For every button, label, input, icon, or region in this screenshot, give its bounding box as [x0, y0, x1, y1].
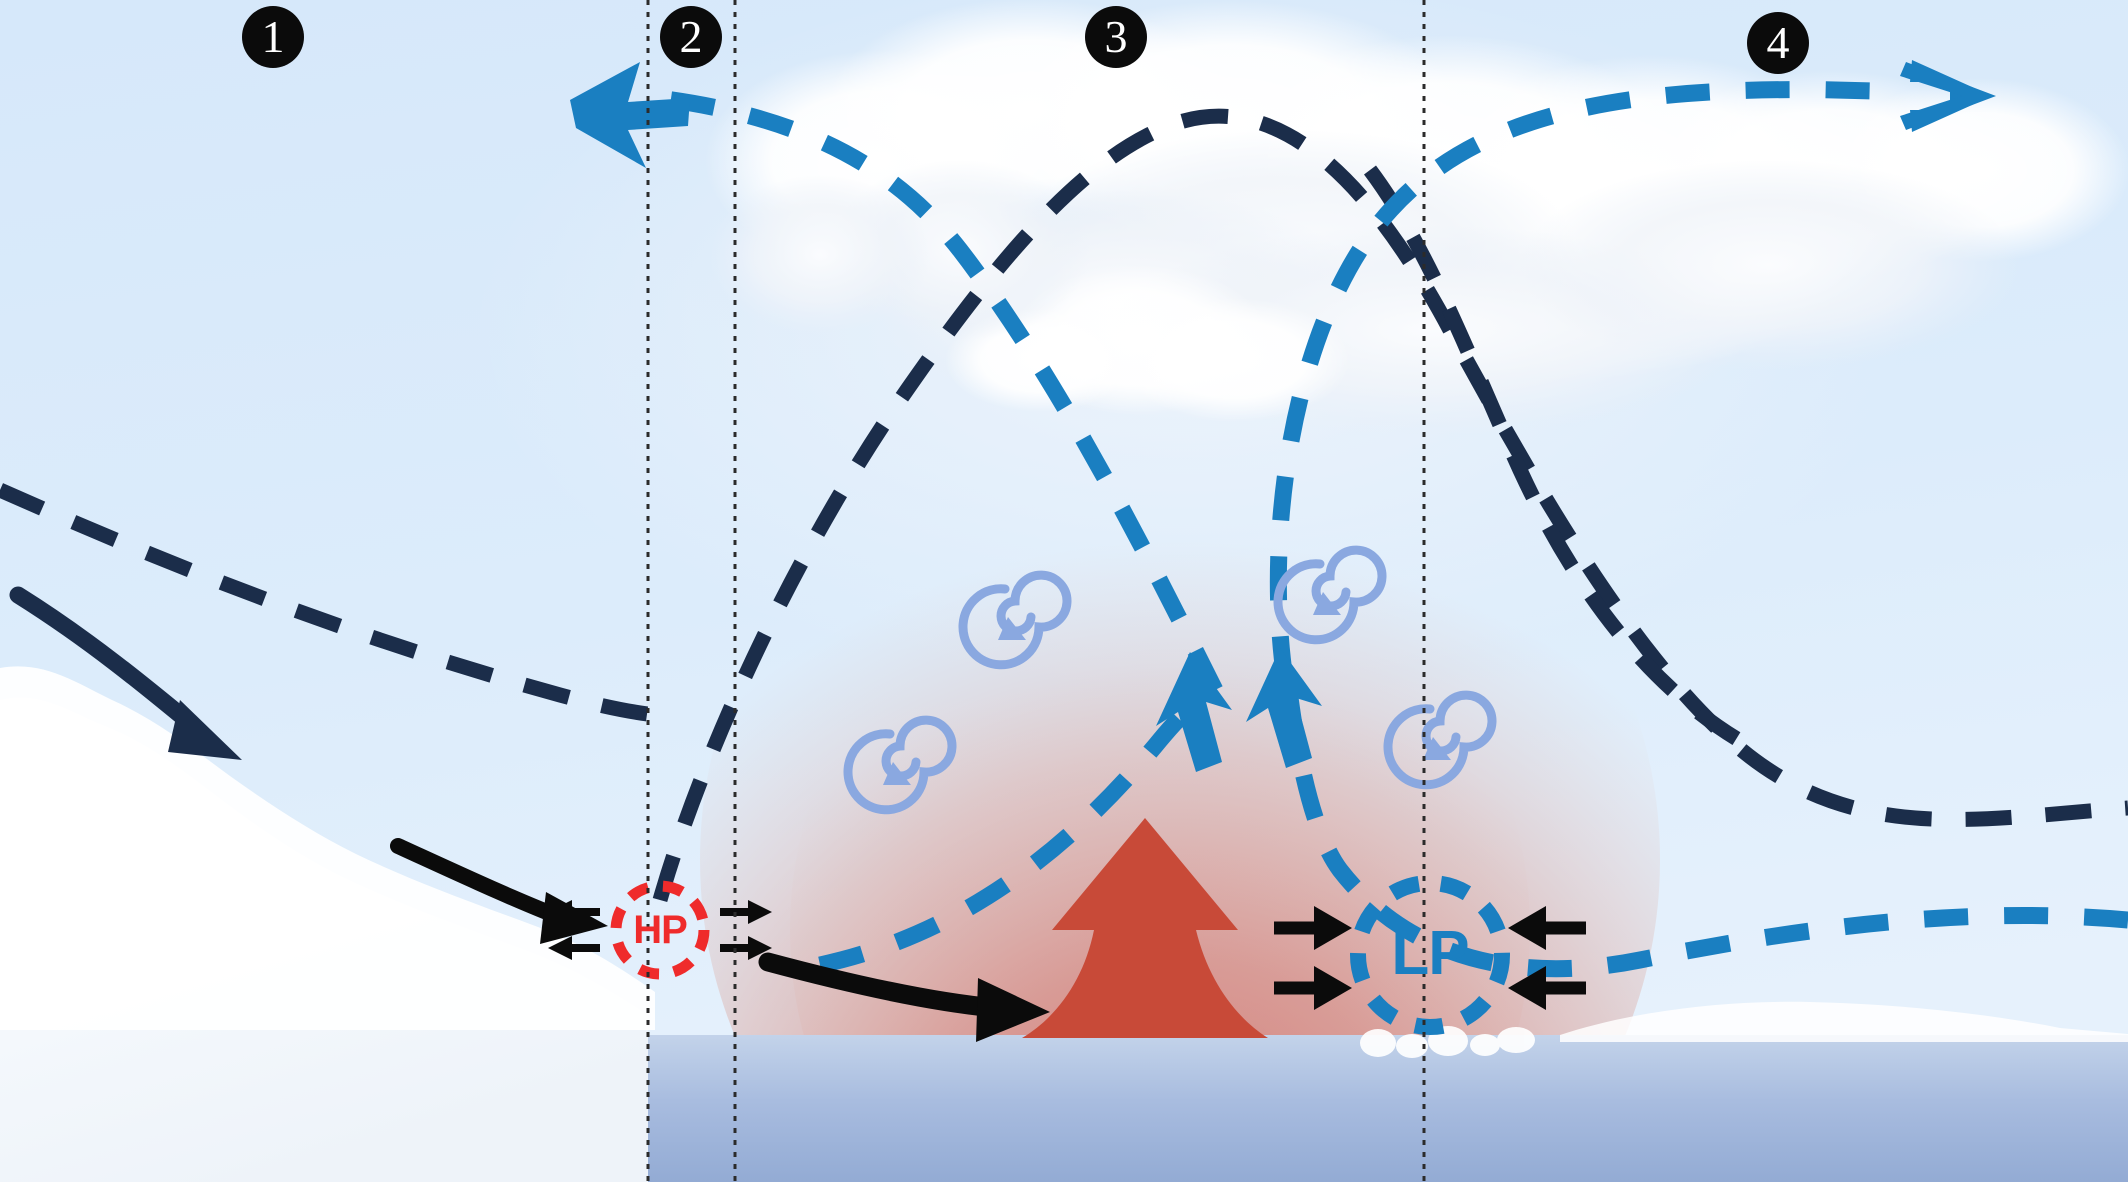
eddy-icon-3 [843, 715, 957, 815]
high-pressure-cell [548, 880, 772, 980]
thermal-updraft-arrow [1022, 818, 1268, 1038]
blue-outflow-arrowhead-right [1900, 60, 1996, 132]
zone-divider-lines [646, 0, 1426, 1182]
low-pressure-label: LP [1391, 919, 1469, 988]
navy-flow-arch-secondary [1363, 165, 1764, 759]
zone-marker-1[interactable]: 1 [242, 6, 304, 68]
navy-flow-katabatic [0, 483, 656, 723]
eddy-icon-4 [1383, 690, 1497, 790]
zone-marker-4[interactable]: 4 [1747, 12, 1809, 74]
blue-updraft-chevron-a [1156, 652, 1232, 772]
zone-marker-2[interactable]: 2 [660, 6, 722, 68]
eddy-icon-1 [958, 570, 1072, 670]
surface-wind-arrow-to-hp [390, 838, 608, 944]
eddy-icon-2 [1273, 545, 1387, 645]
blue-outflow-arrowhead-left [570, 62, 690, 168]
lp-inflow-arrowheads [1314, 906, 1546, 1010]
turbulent-eddies [843, 545, 1497, 815]
blue-flow-inflow-surface-left [818, 682, 1220, 974]
hp-dashed-circle [610, 880, 710, 980]
blue-flow-outflow-right [1269, 81, 1901, 682]
snow-bank-right [1560, 1001, 2128, 1042]
zone-marker-3[interactable]: 3 [1085, 6, 1147, 68]
lp-dashed-circle [1350, 875, 1510, 1035]
blue-flow-inflow-surface-right [1279, 680, 2128, 978]
surface-wind-arrow-left [9, 586, 242, 760]
blue-updraft-chevron-b [1246, 648, 1322, 768]
blue-flow-outflow-left [639, 87, 1223, 694]
blue-dashed-flowlines [639, 81, 2128, 978]
surface-wind-arrow-center [758, 952, 1050, 1042]
shoreline-foam [1360, 1026, 1535, 1058]
navy-dashed-flowlines [0, 108, 2128, 903]
snow-highlight-edge [0, 666, 655, 1030]
hp-outflow-arrowheads [548, 900, 772, 960]
navy-flow-arch-main [652, 108, 2128, 903]
low-pressure-cell [1274, 875, 1586, 1035]
high-pressure-label: HP [633, 908, 688, 952]
